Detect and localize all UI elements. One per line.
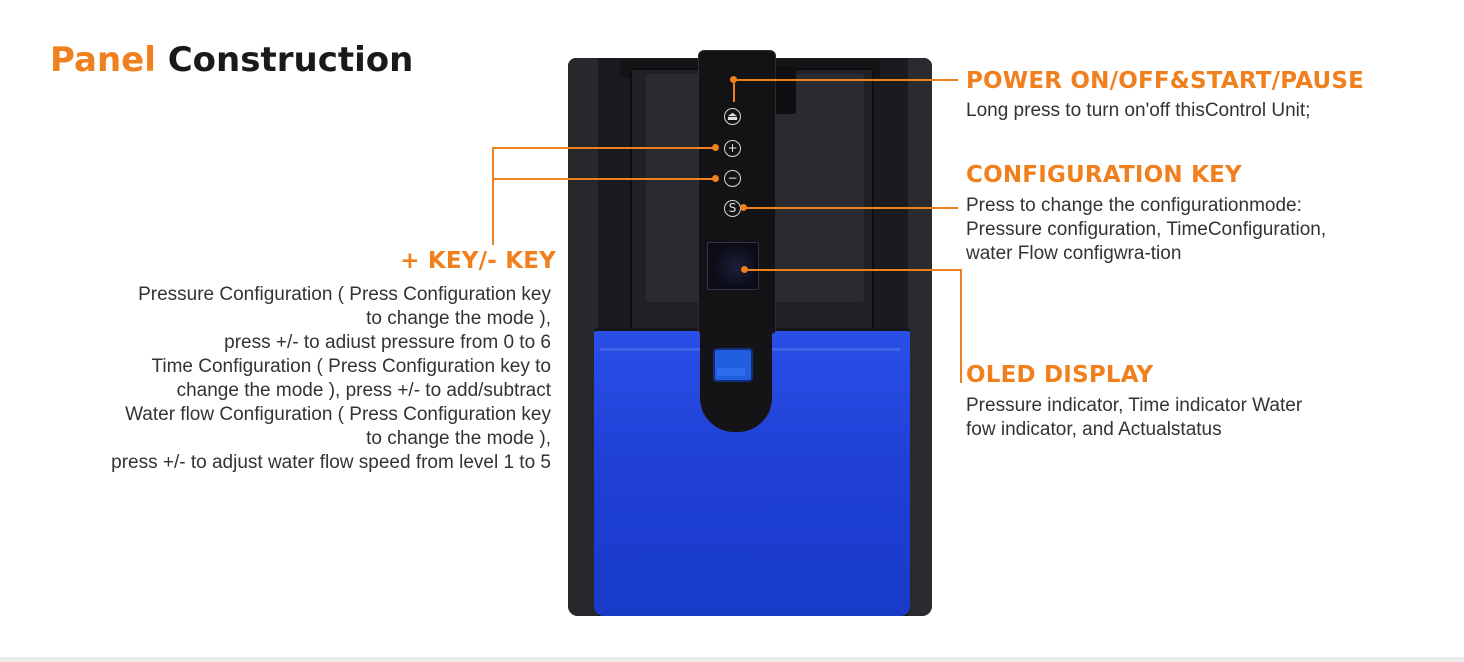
release-button-highlight [717,368,745,376]
config-desc-line-3: water Flow configwra-tion [966,243,1182,264]
oled-desc-line-2: fow indicator, and Actualstatus [966,419,1222,440]
keys-desc-line-4: Time Configuration ( Press Configuration… [151,356,551,377]
page-title: Panel Construction [50,40,413,80]
oled-heading: OLED DISPLAY [966,362,1154,388]
title-accent: Panel [50,40,156,80]
minus-icon[interactable]: − [724,170,741,187]
device-shell-right [908,58,932,616]
keys-desc-line-5: change the mode ), press +/- to add/subt… [176,380,551,401]
keys-desc-line-3: press +/- to adiust pressure from 0 to 6 [224,332,551,353]
power-desc-line: Long press to turn on'off thisControl Un… [966,100,1311,121]
config-key-description: Press to change the configurationmode: P… [966,194,1326,266]
keys-desc-line-6: Water flow Configuration ( Press Configu… [125,404,551,425]
oled-callout-line-h [744,269,962,271]
control-unit-device: ⏏ + − S [560,48,940,628]
plus-minus-heading: + KEY/- KEY [400,248,556,274]
config-icon[interactable]: S [724,200,741,217]
release-button[interactable] [713,348,753,382]
config-callout-line [743,207,958,209]
control-strip [698,50,776,334]
keys-desc-line-1: Pressure Configuration ( Press Configura… [138,284,551,305]
title-rest: Construction [155,40,414,80]
oled-screen [710,245,754,285]
power-callout-line-v [733,80,735,102]
minus-callout-line [492,178,716,180]
oled-callout-line-v [960,269,962,383]
config-desc-line-2: Pressure configuration, TimeConfiguratio… [966,219,1327,240]
power-heading: POWER ON/OFF&START/PAUSE [966,68,1365,94]
oled-desc-line-1: Pressure indicator, Time indicator Water [966,395,1303,416]
config-key-heading: CONFIGURATION KEY [966,162,1242,188]
config-desc-line-1: Press to change the configurationmode: [966,195,1302,216]
power-icon[interactable]: ⏏ [724,108,741,125]
plus-icon[interactable]: + [724,140,741,157]
plus-callout-line [492,147,716,149]
keys-desc-line-7: to change the mode ), [366,428,551,449]
power-callout-line-h [733,79,958,81]
device-shell-left [568,58,598,616]
power-description: Long press to turn on'off thisControl Un… [966,99,1310,123]
keys-desc-line-8: press +/- to adjust water flow speed fro… [111,452,551,473]
oled-description: Pressure indicator, Time indicator Water… [966,394,1302,442]
keys-callout-line-v [492,147,494,245]
keys-desc-line-2: to change the mode ), [366,308,551,329]
plus-minus-description: Pressure Configuration ( Press Configura… [111,283,551,475]
bottom-divider [0,657,1464,662]
